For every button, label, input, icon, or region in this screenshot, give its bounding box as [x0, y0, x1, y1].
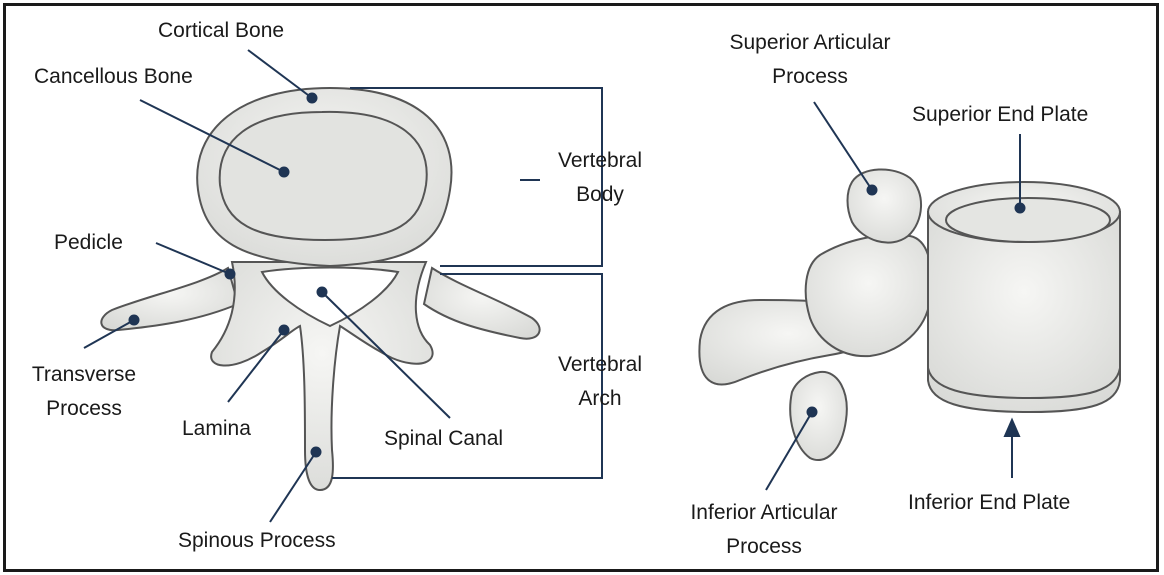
inferior-end-plate-arrowhead: [1005, 420, 1019, 436]
inferior-articular-process-shape: [790, 372, 847, 460]
label-cancellous-bone: Cancellous Bone: [34, 60, 193, 94]
superior-articular-process-dot: [868, 186, 877, 195]
label-vertebral-body-line2: Body: [530, 178, 670, 212]
inferior-articular-process-dot: [808, 408, 817, 417]
spinal-canal-dot: [318, 288, 327, 297]
label-lamina: Lamina: [182, 412, 251, 446]
superior-end-plate-inner: [946, 198, 1110, 242]
superior-articular-process-shape: [848, 169, 922, 242]
label-vertebral-arch-line1: Vertebral: [530, 348, 670, 382]
arch-shape: [806, 235, 932, 356]
spinous-process-dot: [312, 448, 321, 457]
superior-articular-process-leader: [814, 102, 872, 190]
pedicle-dot: [226, 270, 235, 279]
label-spinous-process: Spinous Process: [178, 524, 336, 558]
label-transverse-process-line1: Transverse: [20, 358, 148, 392]
label-vertebral-body: Vertebral Body: [530, 144, 670, 212]
label-superior-articular-process: Superior Articular Process: [690, 26, 930, 94]
label-superior-articular-process-line2: Process: [690, 60, 930, 94]
label-vertebral-arch: Vertebral Arch: [530, 348, 670, 416]
label-inferior-end-plate: Inferior End Plate: [908, 486, 1070, 520]
label-inferior-articular-process: Inferior Articular Process: [654, 496, 874, 564]
label-superior-end-plate: Superior End Plate: [912, 98, 1088, 132]
transverse-process-dot: [130, 316, 139, 325]
spinous-process-leader: [270, 452, 316, 522]
label-superior-articular-process-line1: Superior Articular: [690, 26, 930, 60]
right-transverse-process: [424, 268, 540, 339]
left-transverse-process: [101, 268, 238, 330]
label-inferior-articular-process-line1: Inferior Articular: [654, 496, 874, 530]
superior-end-plate-dot: [1016, 204, 1025, 213]
label-vertebral-body-line1: Vertebral: [530, 144, 670, 178]
lamina-dot: [280, 326, 289, 335]
label-vertebral-arch-line2: Arch: [530, 382, 670, 416]
cortical-bone-leader: [248, 50, 312, 98]
label-transverse-process-line2: Process: [20, 392, 148, 426]
cortical-bone-dot: [308, 94, 317, 103]
label-spinal-canal: Spinal Canal: [384, 422, 503, 456]
cancellous-bone-dot: [280, 168, 289, 177]
label-cortical-bone: Cortical Bone: [158, 14, 284, 48]
lateral-view-vertebra: [699, 169, 1120, 460]
label-pedicle: Pedicle: [54, 226, 123, 260]
cancellous-region: [220, 112, 427, 240]
label-transverse-process: Transverse Process: [20, 358, 148, 426]
pedicle-leader: [156, 243, 230, 274]
label-inferior-articular-process-line2: Process: [654, 530, 874, 564]
